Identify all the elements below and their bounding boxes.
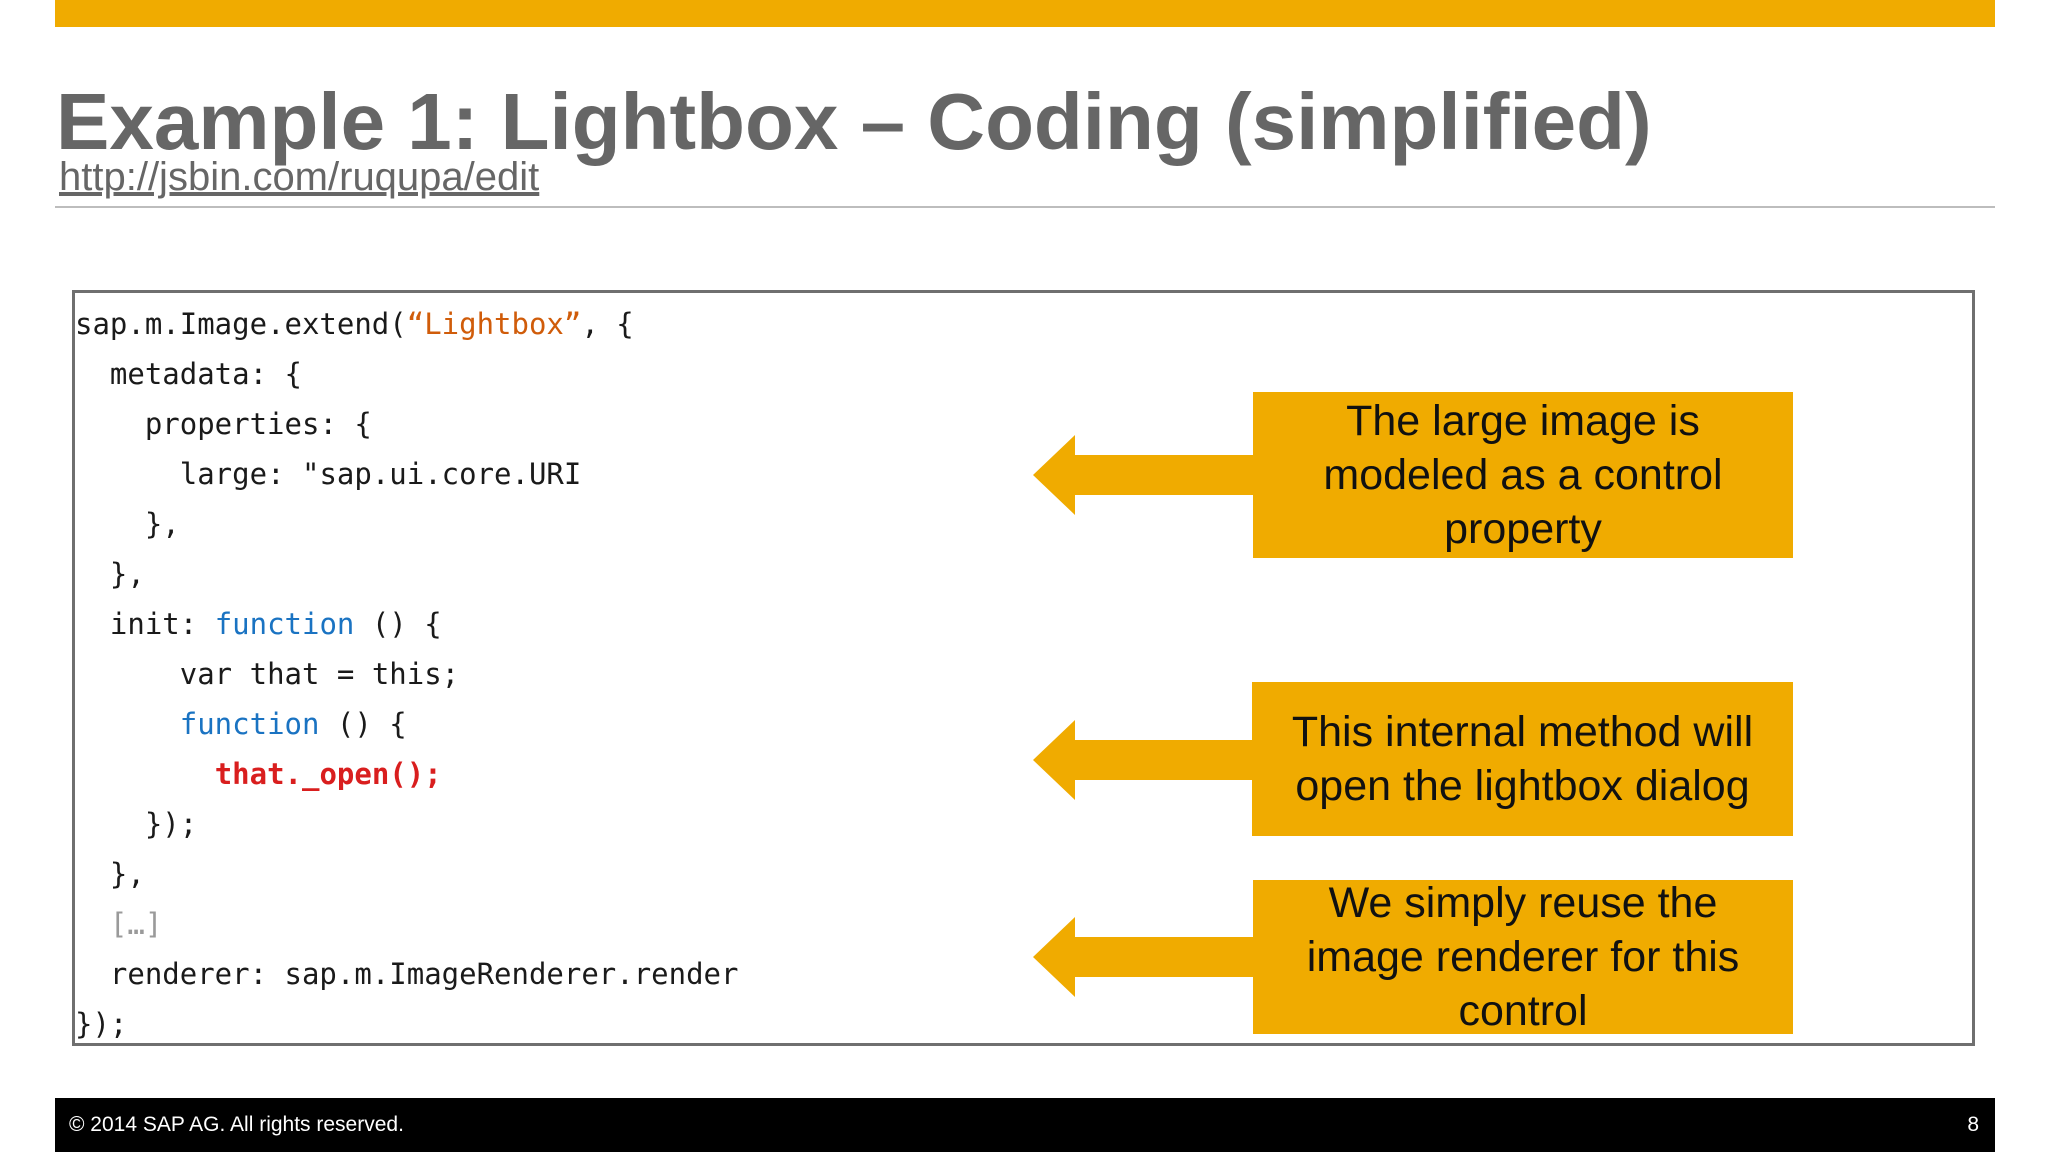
code-indent bbox=[75, 457, 180, 491]
code-indent bbox=[75, 807, 145, 841]
code-line: }, bbox=[75, 549, 738, 599]
code-token: metadata: { bbox=[109, 357, 302, 391]
code-listing: sap.m.Image.extend(“Lightbox”, { metadat… bbox=[75, 299, 738, 1049]
left-arrow-icon bbox=[1033, 917, 1253, 997]
code-token: () { bbox=[319, 707, 407, 741]
code-indent bbox=[75, 657, 180, 691]
code-token: }); bbox=[75, 1007, 128, 1041]
code-indent bbox=[75, 757, 215, 791]
title-divider bbox=[55, 206, 1995, 208]
code-token: […] bbox=[109, 907, 163, 941]
code-line: that._open(); bbox=[75, 749, 738, 799]
code-indent bbox=[75, 557, 110, 591]
code-line: init: function () { bbox=[75, 599, 738, 649]
code-line: metadata: { bbox=[75, 349, 738, 399]
code-token: }, bbox=[144, 507, 180, 541]
code-line: var that = this; bbox=[75, 649, 738, 699]
callout-text: We simply reuse the image renderer for t… bbox=[1253, 879, 1793, 1035]
code-line: }, bbox=[75, 849, 738, 899]
left-arrow-icon bbox=[1033, 720, 1253, 800]
code-line: […] bbox=[75, 899, 738, 949]
code-indent bbox=[75, 707, 180, 741]
code-line: }, bbox=[75, 499, 738, 549]
code-line: large: "sap.ui.core.URI bbox=[75, 449, 738, 499]
left-arrow-icon bbox=[1033, 435, 1253, 515]
callout-text: The large image is modeled as a control … bbox=[1253, 392, 1793, 558]
top-accent-bar bbox=[55, 0, 1995, 27]
copyright-notice: © 2014 SAP AG. All rights reserved. bbox=[69, 1113, 404, 1136]
code-line: }); bbox=[75, 999, 738, 1049]
code-token: var that = this; bbox=[179, 657, 460, 691]
code-indent bbox=[75, 857, 110, 891]
code-token: }); bbox=[144, 807, 198, 841]
footer-bar: © 2014 SAP AG. All rights reserved. 8 bbox=[55, 1098, 1995, 1152]
code-line: properties: { bbox=[75, 399, 738, 449]
code-indent bbox=[75, 407, 145, 441]
code-line: function () { bbox=[75, 699, 738, 749]
code-token: “Lightbox” bbox=[406, 307, 582, 341]
code-token: sap.m.Image.extend( bbox=[75, 307, 407, 341]
code-token: }, bbox=[109, 557, 145, 591]
code-line: renderer: sap.m.ImageRenderer.render bbox=[75, 949, 739, 999]
code-token: }, bbox=[109, 857, 145, 891]
code-indent bbox=[75, 957, 110, 991]
code-indent bbox=[75, 907, 110, 941]
code-line: sap.m.Image.extend(“Lightbox”, { bbox=[75, 299, 738, 349]
page-number: 8 bbox=[1967, 1113, 1979, 1136]
code-token: properties: { bbox=[144, 407, 372, 441]
code-token: init: bbox=[109, 607, 215, 641]
code-line: }); bbox=[75, 799, 738, 849]
code-indent bbox=[75, 357, 110, 391]
jsbin-link[interactable]: http://jsbin.com/ruqupa/edit bbox=[59, 155, 540, 199]
code-indent bbox=[75, 507, 145, 541]
code-token: function bbox=[179, 707, 320, 741]
callout-text: This internal method will open the light… bbox=[1252, 682, 1793, 836]
code-token: () { bbox=[354, 607, 442, 641]
code-token: , { bbox=[581, 307, 634, 341]
code-token: that._open(); bbox=[214, 757, 442, 791]
code-token: function bbox=[214, 607, 355, 641]
code-indent bbox=[75, 607, 110, 641]
code-token: renderer: sap.m.ImageRenderer.render bbox=[109, 957, 739, 991]
slide-title: Example 1: Lightbox – Coding (simplified… bbox=[56, 77, 1652, 166]
code-token: large: "sap.ui.core.URI bbox=[179, 457, 582, 491]
